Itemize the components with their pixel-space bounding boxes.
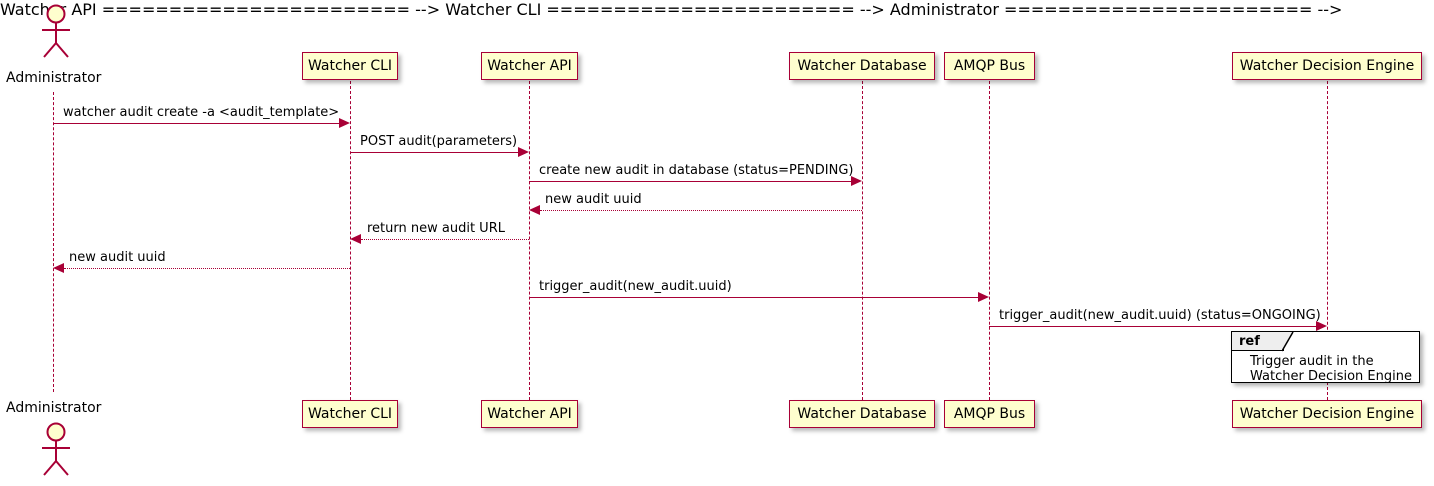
participant-watcher-cli-bottom[interactable]: Watcher CLI bbox=[302, 400, 398, 428]
message-line-m1 bbox=[53, 123, 339, 124]
message-label-m5: return new audit URL bbox=[367, 221, 505, 236]
message-label-m7: trigger_audit(new_audit.uuid) bbox=[539, 279, 732, 294]
participant-label: Watcher Database bbox=[797, 58, 927, 74]
ref-fragment-line2: Watcher Decision Engine bbox=[1250, 369, 1412, 384]
participant-watcher-api-bottom[interactable]: Watcher API bbox=[481, 400, 578, 428]
arrow-head-m2 bbox=[518, 147, 529, 157]
participant-label: Watcher API bbox=[487, 406, 572, 422]
arrow-head-m8 bbox=[1316, 321, 1327, 331]
ref-fragment-line1: Trigger audit in the bbox=[1250, 354, 1374, 369]
message-line-m6 bbox=[64, 268, 350, 269]
participant-label: Watcher Decision Engine bbox=[1239, 58, 1415, 74]
participant-watcher-database-top[interactable]: Watcher Database bbox=[789, 52, 935, 80]
message-line-m2 bbox=[350, 152, 518, 153]
participant-label: Watcher Decision Engine bbox=[1239, 406, 1415, 422]
participant-watcher-database-bottom[interactable]: Watcher Database bbox=[789, 400, 935, 428]
arrow-head-m6 bbox=[53, 263, 64, 273]
ref-fragment: ref Trigger audit in the Watcher Decisio… bbox=[1231, 331, 1420, 384]
lifeline-watcher-api bbox=[529, 81, 530, 400]
participant-label: Watcher Database bbox=[797, 406, 927, 422]
arrow-head-m3 bbox=[851, 176, 862, 186]
message-label-m6: new audit uuid bbox=[69, 250, 166, 265]
participant-label: AMQP Bus bbox=[953, 58, 1026, 74]
ref-fragment-tab: ref bbox=[1232, 332, 1284, 351]
participant-amqp-bus-bottom[interactable]: AMQP Bus bbox=[944, 400, 1035, 428]
participant-label: Watcher CLI bbox=[307, 58, 393, 74]
message-label-m2: POST audit(parameters) bbox=[360, 134, 518, 149]
message-label-m4: new audit uuid bbox=[545, 192, 642, 207]
ref-fragment-tab-corner-outline bbox=[1282, 332, 1294, 352]
message-label-m3: create new audit in database (status=PEN… bbox=[539, 163, 854, 178]
participant-label: AMQP Bus bbox=[953, 406, 1026, 422]
message-line-m3 bbox=[529, 181, 851, 182]
actor-icon bbox=[42, 4, 70, 58]
arrow-head-m7 bbox=[978, 292, 989, 302]
message-line-m7 bbox=[529, 297, 978, 298]
actor-icon bbox=[42, 422, 70, 476]
lifeline-watcher-decision-engine bbox=[1327, 81, 1328, 400]
participant-label: Watcher API bbox=[487, 58, 572, 74]
lifeline-amqp-bus bbox=[989, 81, 990, 400]
lifeline-watcher-database bbox=[862, 81, 863, 400]
arrow-head-m1 bbox=[339, 118, 350, 128]
actor-administrator-top bbox=[27, 2, 81, 60]
message-line-m8 bbox=[989, 326, 1316, 327]
participant-watcher-cli-top[interactable]: Watcher CLI bbox=[302, 52, 398, 80]
participant-amqp-bus-top[interactable]: AMQP Bus bbox=[944, 52, 1035, 80]
message-line-m4 bbox=[540, 210, 862, 211]
message-line-m5 bbox=[361, 239, 529, 240]
arrow-head-m5 bbox=[350, 234, 361, 244]
actor-label-administrator-top: Administrator bbox=[6, 70, 102, 86]
lifeline-administrator bbox=[53, 92, 54, 392]
participant-watcher-decision-engine-bottom[interactable]: Watcher Decision Engine bbox=[1232, 400, 1422, 428]
participant-label: Watcher CLI bbox=[307, 406, 393, 422]
message-label-m8: trigger_audit(new_audit.uuid) (status=ON… bbox=[999, 308, 1321, 323]
actor-administrator-bottom bbox=[27, 420, 81, 478]
ref-fragment-tab-label: ref bbox=[1239, 333, 1260, 349]
arrow-head-m4 bbox=[529, 205, 540, 215]
participant-watcher-decision-engine-top[interactable]: Watcher Decision Engine bbox=[1232, 52, 1422, 80]
participant-watcher-api-top[interactable]: Watcher API bbox=[481, 52, 578, 80]
message-label-m1: watcher audit create -a <audit_template> bbox=[63, 105, 340, 120]
actor-label-administrator-bottom: Administrator bbox=[6, 400, 102, 416]
